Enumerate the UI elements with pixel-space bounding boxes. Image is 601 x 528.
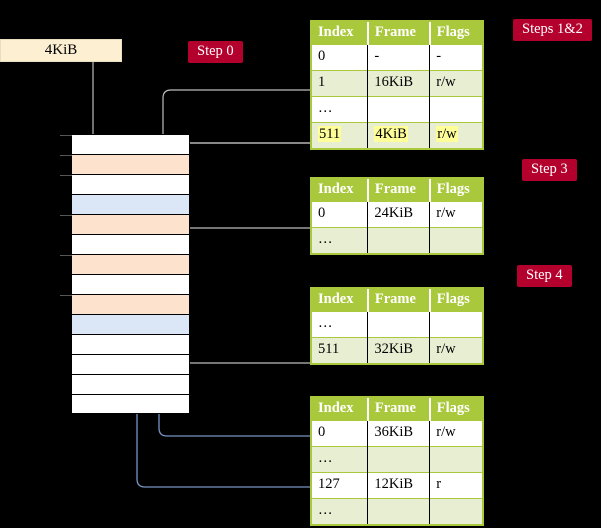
cell-frame: 24KiB [367, 201, 431, 228]
memory-frame-row [60, 214, 190, 234]
badge-step-0-label: Step 0 [197, 43, 234, 59]
cell-flags: r/w [429, 122, 482, 149]
cell-index: 0 [312, 201, 369, 228]
cell-index: … [312, 498, 369, 525]
column-header-frame: Frame [367, 22, 431, 45]
memory-frame-row [71, 234, 190, 254]
cell-flags: - [429, 44, 482, 71]
table-row: 0-- [312, 44, 482, 71]
badge-step-3: Step 3 [522, 159, 577, 181]
cell-index: 1 [312, 70, 369, 97]
frame-size-banner: 4KiB [0, 39, 122, 62]
cell-frame: 36KiB [367, 420, 431, 447]
cell-index: 511 [312, 122, 369, 149]
cell-flags: r/w [429, 201, 482, 228]
memory-frame-row [71, 194, 190, 214]
cell-index: … [312, 227, 369, 254]
memory-frame-row [60, 134, 190, 154]
column-header-index: Index [312, 22, 369, 45]
memory-frame-row [71, 314, 190, 334]
table-row: … [312, 96, 482, 123]
badge-steps-1-2-label: Steps 1&2 [522, 21, 583, 37]
cell-frame: 4KiB [367, 122, 431, 149]
frame-boundary-tick [60, 255, 72, 256]
cell-frame [367, 311, 431, 338]
column-header-index: Index [312, 179, 369, 202]
badge-step-4-label: Step 4 [526, 267, 563, 283]
cell-frame: 12KiB [367, 472, 431, 499]
memory-frame-row [71, 274, 190, 294]
frame-boundary-tick [60, 175, 72, 176]
frame-boundary-tick [60, 155, 72, 156]
memory-frame-row [71, 334, 190, 354]
memory-frame-row [60, 254, 190, 274]
cell-flags: r/w [429, 337, 482, 364]
cell-frame [367, 227, 431, 254]
column-header-flags: Flags [429, 22, 482, 45]
table-row: … [312, 227, 482, 254]
badge-step-0: Step 0 [188, 41, 243, 63]
cell-flags: r [429, 472, 482, 499]
column-header-frame: Frame [367, 289, 431, 312]
cell-frame [367, 498, 431, 525]
cell-index: … [312, 96, 369, 123]
column-header-flags: Flags [429, 289, 482, 312]
badge-step-3-label: Step 3 [531, 161, 568, 177]
frame-boundary-tick [60, 295, 72, 296]
cell-frame: 16KiB [367, 70, 431, 97]
cell-flags [429, 96, 482, 123]
memory-frame-row [60, 174, 190, 194]
cell-frame [367, 96, 431, 123]
cell-flags [429, 311, 482, 338]
column-header-index: Index [312, 398, 369, 421]
cell-index: 0 [312, 44, 369, 71]
cell-index: … [312, 311, 369, 338]
cell-flags [429, 227, 482, 254]
table-row: … [312, 498, 482, 525]
frame-boundary-tick [60, 135, 72, 136]
frame-size-label: 4KiB [44, 42, 78, 58]
cell-index: 0 [312, 420, 369, 447]
table-row: … [312, 446, 482, 473]
memory-frame-row [71, 354, 190, 374]
badge-step-4: Step 4 [517, 265, 572, 287]
cell-frame: - [367, 44, 431, 71]
cell-flags: r/w [429, 420, 482, 447]
frame-boundary-tick [60, 215, 72, 216]
cell-flags [429, 446, 482, 473]
badge-steps-1-2: Steps 1&2 [513, 19, 592, 41]
column-header-frame: Frame [367, 398, 431, 421]
cell-frame [367, 446, 431, 473]
memory-frame-row [60, 154, 190, 174]
physical-memory-column [60, 134, 190, 414]
cell-index: 511 [312, 337, 369, 364]
column-header-flags: Flags [429, 398, 482, 421]
column-header-index: Index [312, 289, 369, 312]
cell-flags: r/w [429, 70, 482, 97]
column-header-frame: Frame [367, 179, 431, 202]
memory-frame-row [71, 374, 190, 394]
memory-frame-row [60, 294, 190, 314]
cell-flags [429, 498, 482, 525]
table-row: … [312, 311, 482, 338]
column-header-flags: Flags [429, 179, 482, 202]
cell-index: 127 [312, 472, 369, 499]
cell-frame: 32KiB [367, 337, 431, 364]
memory-frame-row [71, 394, 190, 414]
cell-index: … [312, 446, 369, 473]
